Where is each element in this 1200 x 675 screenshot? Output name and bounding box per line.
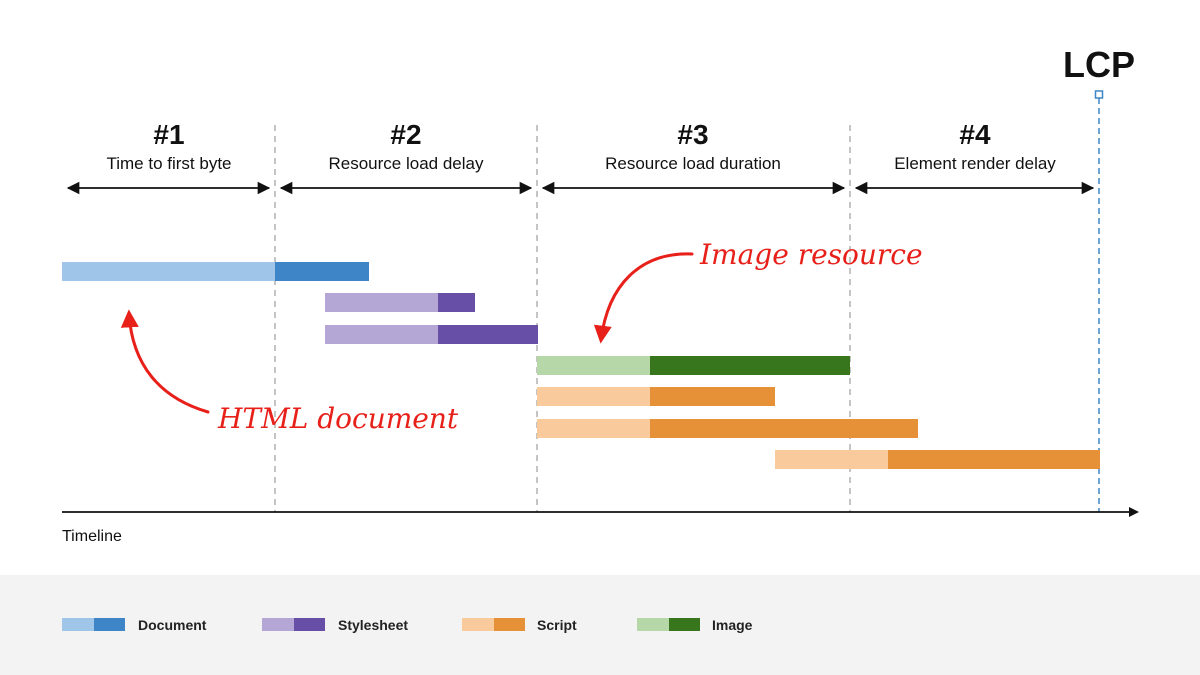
legend-script-label: Script — [537, 617, 577, 633]
script-bar-1-wait — [537, 387, 650, 406]
html-document-arrow — [120, 309, 210, 414]
legend-item-stylesheet: Stylesheet — [262, 617, 408, 633]
image-bar-wait — [537, 356, 650, 375]
script-bar-3 — [775, 450, 1100, 469]
legend-item-document: Document — [62, 617, 207, 633]
stylesheet-bar-1 — [325, 293, 475, 312]
legend-item-script: Script — [462, 617, 577, 633]
script-bar-1 — [537, 387, 775, 406]
document-bar-download — [275, 262, 369, 281]
script-bar-3-wait — [775, 450, 888, 469]
image-bar-download — [650, 356, 850, 375]
legend-image-label: Image — [712, 617, 753, 633]
stylesheet-bar-2 — [325, 325, 538, 344]
phase-4-label: Element render delay — [894, 154, 1056, 173]
lcp-label: LCP — [1063, 44, 1135, 85]
phase-1-number: #1 — [153, 119, 184, 150]
script-bar-2-download — [650, 419, 918, 438]
legend-document-label: Document — [138, 617, 207, 633]
script-bar-2-wait — [537, 419, 650, 438]
legend-item-image: Image — [637, 617, 753, 633]
html-document-annotation: HTML document — [217, 402, 459, 435]
document-bar — [62, 262, 369, 281]
legend-stylesheet-label: Stylesheet — [338, 617, 408, 633]
timeline-label: Timeline — [62, 528, 122, 545]
image-resource-annotation: Image resource — [699, 238, 923, 271]
stylesheet-bar-2-download — [438, 325, 538, 344]
script-bar-2 — [537, 419, 918, 438]
legend-document-swatch-dark — [94, 618, 125, 631]
legend-stylesheet-swatch-light — [262, 618, 294, 631]
lcp-marker-square — [1094, 90, 1104, 99]
legend-image-swatch-dark — [669, 618, 700, 631]
legend-stylesheet-swatch-dark — [294, 618, 325, 631]
legend-script-swatch-light — [462, 618, 494, 631]
phase-4-number: #4 — [959, 119, 991, 150]
legend-panel — [0, 575, 1200, 675]
phase-3-number: #3 — [677, 119, 708, 150]
stylesheet-bar-1-download — [438, 293, 475, 312]
legend-image-swatch-light — [637, 618, 669, 631]
document-bar-wait — [62, 262, 275, 281]
phase-2-number: #2 — [390, 119, 421, 150]
phase-2-label: Resource load delay — [329, 154, 484, 173]
stylesheet-bar-2-wait — [325, 325, 438, 344]
image-bar — [537, 356, 850, 375]
stylesheet-bar-1-wait — [325, 293, 438, 312]
phase-3-label: Resource load duration — [605, 154, 781, 173]
phase-1-label: Time to first byte — [106, 154, 231, 173]
legend-document-swatch-light — [62, 618, 94, 631]
legend-script-swatch-dark — [494, 618, 525, 631]
script-bar-3-download — [888, 450, 1100, 469]
script-bar-1-download — [650, 387, 775, 406]
timeline-arrowhead — [1129, 507, 1139, 517]
image-resource-arrow — [593, 252, 694, 344]
